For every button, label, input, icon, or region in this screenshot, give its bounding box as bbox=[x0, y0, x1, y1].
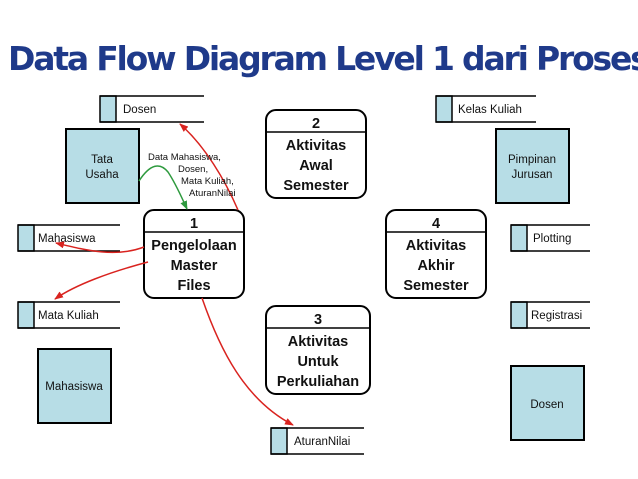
process-3-line2: Untuk bbox=[297, 354, 339, 370]
flow-label-line4: AturanNilai bbox=[189, 188, 235, 199]
flow-label-line2: Dosen, bbox=[178, 164, 208, 175]
process-3-line3: Perkuliahan bbox=[277, 374, 359, 390]
flow-process-1-to-aturan-nilai bbox=[201, 297, 294, 426]
process-3: 3 Aktivitas Untuk Perkuliahan bbox=[265, 305, 371, 395]
process-2-line3: Semester bbox=[283, 178, 349, 194]
entity-mahasiswa: Mahasiswa bbox=[37, 348, 112, 424]
entity-dosen: Dosen bbox=[510, 365, 585, 441]
entity-tata-usaha-line1: Tata bbox=[91, 154, 113, 166]
store-registrasi: Registrasi bbox=[510, 301, 590, 329]
entity-tata-usaha-line2: Usaha bbox=[85, 169, 119, 181]
store-plotting-label: Plotting bbox=[533, 233, 571, 245]
process-4-line3: Semester bbox=[403, 278, 469, 294]
store-plotting: Plotting bbox=[510, 224, 590, 252]
process-3-line1: Aktivitas bbox=[288, 334, 348, 350]
process-1-line2: Master bbox=[171, 258, 218, 274]
process-1-number: 1 bbox=[190, 216, 198, 232]
store-aturan-nilai-label: AturanNilai bbox=[294, 436, 350, 448]
flow-tata-usaha-to-process-1 bbox=[138, 165, 188, 210]
process-4: 4 Aktivitas Akhir Semester bbox=[385, 209, 487, 299]
store-kelas-kuliah: Kelas Kuliah bbox=[435, 95, 536, 123]
store-kelas-kuliah-label: Kelas Kuliah bbox=[458, 104, 522, 116]
entity-mahasiswa-label: Mahasiswa bbox=[45, 381, 103, 393]
store-dosen-label: Dosen bbox=[123, 104, 156, 116]
process-2: 2 Aktivitas Awal Semester bbox=[265, 109, 367, 199]
flow-label-line1: Data Mahasiswa, bbox=[148, 152, 221, 163]
process-2-line2: Awal bbox=[299, 158, 333, 174]
process-4-line2: Akhir bbox=[417, 258, 454, 274]
store-mata-kuliah-label: Mata Kuliah bbox=[38, 310, 99, 322]
store-dosen: Dosen bbox=[99, 95, 204, 123]
entity-tata-usaha: Tata Usaha bbox=[65, 128, 140, 204]
flow-process-1-to-mata-kuliah bbox=[54, 261, 149, 300]
entity-pimpinan-jurusan: Pimpinan Jurusan bbox=[495, 128, 570, 204]
store-registrasi-label: Registrasi bbox=[531, 310, 582, 322]
process-4-number: 4 bbox=[432, 216, 440, 232]
entity-pimpinan-jurusan-line1: Pimpinan bbox=[508, 154, 556, 166]
process-2-line1: Aktivitas bbox=[286, 138, 346, 154]
store-mata-kuliah: Mata Kuliah bbox=[17, 301, 120, 329]
process-3-number: 3 bbox=[314, 312, 322, 328]
process-4-line1: Aktivitas bbox=[406, 238, 466, 254]
store-mahasiswa-label: Mahasiswa bbox=[38, 233, 96, 245]
entity-pimpinan-jurusan-line2: Jurusan bbox=[512, 169, 553, 181]
entity-dosen-label: Dosen bbox=[530, 399, 563, 411]
flow-label: Data Mahasiswa, Dosen, Mata Kuliah, Atur… bbox=[148, 152, 235, 199]
flow-label-line3: Mata Kuliah, bbox=[181, 176, 234, 187]
flow-process-1-to-dosen bbox=[179, 123, 239, 211]
store-aturan-nilai: AturanNilai bbox=[270, 427, 364, 455]
process-1-line3: Files bbox=[177, 278, 210, 294]
process-1-line1: Pengelolaan bbox=[151, 238, 236, 254]
process-2-number: 2 bbox=[312, 116, 320, 132]
process-1: 1 Pengelolaan Master Files bbox=[143, 209, 245, 299]
store-mahasiswa: Mahasiswa bbox=[17, 224, 120, 252]
page-title: Data Flow Diagram Level 1 dari Proses 1 bbox=[8, 39, 638, 78]
flow-process-1-to-mahasiswa bbox=[55, 241, 145, 254]
